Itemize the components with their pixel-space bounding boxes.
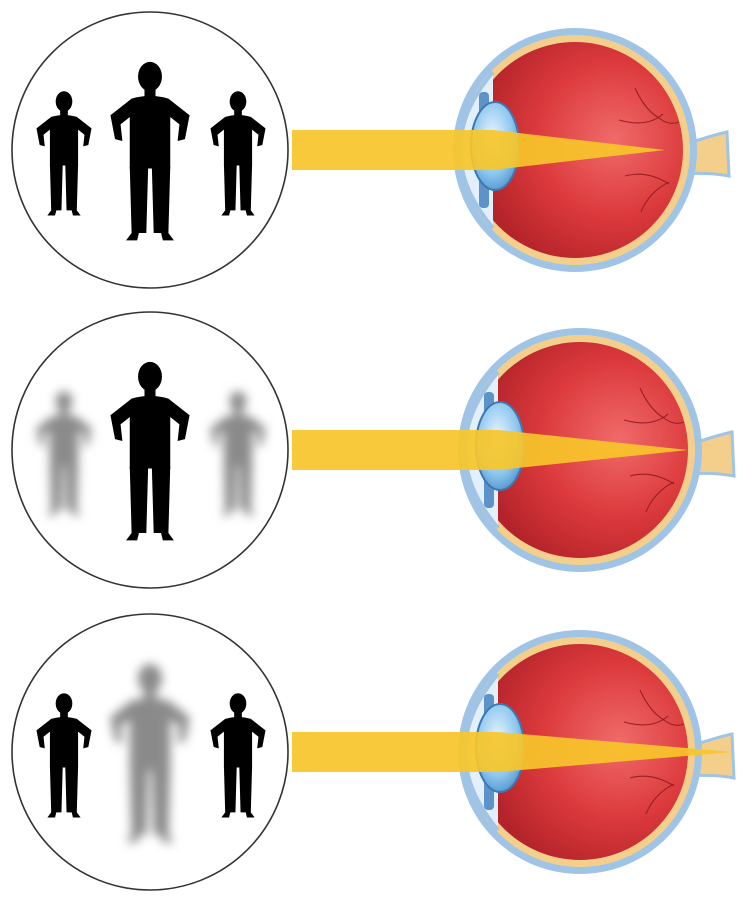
panel-normal xyxy=(12,12,729,288)
panel-hyperopia xyxy=(12,614,734,890)
panel-myopia xyxy=(12,312,734,588)
